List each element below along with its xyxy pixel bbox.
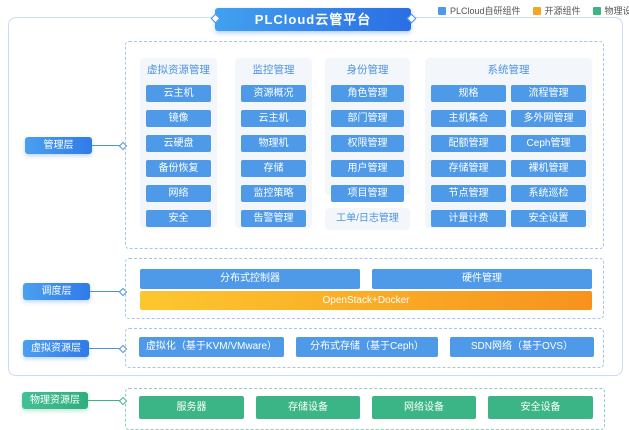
module-button: 网络 — [146, 185, 211, 202]
module-button: 主机集合 — [431, 110, 506, 127]
physical-device-box: 网络设备 — [372, 396, 476, 419]
module-button: 存储 — [241, 160, 306, 177]
legend-item-open-source: 开源组件 — [532, 4, 581, 17]
module-button: 裸机管理 — [511, 160, 586, 177]
module-button: 安全 — [146, 210, 211, 227]
open-source-bar: OpenStack+Docker — [140, 291, 592, 310]
panel-header: 监控管理 — [252, 64, 295, 76]
connector-line — [88, 400, 120, 401]
legend-label: PLCloud自研组件 — [450, 6, 521, 16]
module-button: 配额管理 — [431, 135, 506, 152]
module-button: 计量计费 — [431, 210, 506, 227]
virtual-resource-layer-box: 虚拟化（基于KVM/VMware） 分布式存储（基于Ceph） SDN网络（基于… — [125, 328, 604, 368]
ticket-log-box: 工单/日志管理 — [325, 208, 410, 230]
module-button: 镜像 — [146, 110, 211, 127]
legend-label: 开源组件 — [544, 6, 581, 16]
legend-label: 物理设备 — [604, 6, 629, 16]
module-button: 备份恢复 — [146, 160, 211, 177]
module-button: 监控策略 — [241, 185, 306, 202]
module-button: 云硬盘 — [146, 135, 211, 152]
panel-header: 身份管理 — [346, 64, 389, 76]
virtualization-bar: 虚拟化（基于KVM/VMware） — [139, 337, 284, 357]
layer-label-virtual-resource: 虚拟资源层 — [23, 340, 89, 357]
panel-header: 系统管理 — [487, 64, 530, 76]
physical-resource-layer-box: 服务器 存储设备 网络设备 安全设备 — [125, 388, 605, 430]
system-column-left: 规格 主机集合 配额管理 存储管理 节点管理 计量计费 — [431, 85, 506, 227]
connector-line — [90, 291, 120, 292]
orange-swatch-icon — [532, 6, 541, 15]
module-button: 部门管理 — [331, 110, 404, 127]
panel-virtual-resource-mgmt: 虚拟资源管理 云主机 镜像 云硬盘 备份恢复 网络 安全 — [140, 58, 217, 228]
connector-line — [92, 145, 120, 146]
module-button: 告警管理 — [241, 210, 306, 227]
module-button: 云主机 — [146, 85, 211, 102]
green-swatch-icon — [592, 6, 601, 15]
module-button: 规格 — [431, 85, 506, 102]
panel-monitoring-mgmt: 监控管理 资源概况 云主机 物理机 存储 监控策略 告警管理 — [235, 58, 312, 228]
module-button: 项目管理 — [331, 185, 404, 202]
connector-line — [89, 348, 120, 349]
panel-system-mgmt: 系统管理 规格 主机集合 配额管理 存储管理 节点管理 计量计费 流程管理 多外… — [425, 58, 592, 228]
legend-item-self-developed: PLCloud自研组件 — [438, 4, 521, 17]
platform-title: PLCloud云管平台 — [215, 8, 411, 31]
module-button: 安全设置 — [511, 210, 586, 227]
platform-title-label: PLCloud云管平台 — [254, 12, 372, 27]
module-button: 存储管理 — [431, 160, 506, 177]
module-button: 系统巡检 — [511, 185, 586, 202]
module-button: 流程管理 — [511, 85, 586, 102]
virtualization-bar: SDN网络（基于OVS） — [450, 337, 594, 357]
module-button: 云主机 — [241, 110, 306, 127]
system-column-right: 流程管理 多外网管理 Ceph管理 裸机管理 系统巡检 安全设置 — [511, 85, 586, 227]
legend-item-physical-device: 物理设备 — [592, 4, 629, 17]
panel-items: 云主机 镜像 云硬盘 备份恢复 网络 安全 — [146, 85, 211, 227]
blue-swatch-icon — [438, 6, 446, 15]
layer-label-scheduling: 调度层 — [23, 283, 90, 300]
module-button: 资源概况 — [241, 85, 306, 102]
scheduling-bar: 分布式控制器 — [140, 269, 360, 289]
scheduling-bar: 硬件管理 — [372, 269, 592, 289]
panel-items: 资源概况 云主机 物理机 存储 监控策略 告警管理 — [241, 85, 306, 227]
panel-header: 虚拟资源管理 — [147, 64, 210, 76]
layer-label-management: 管理层 — [25, 137, 92, 154]
legend: PLCloud自研组件 开源组件 物理设备 — [438, 4, 629, 17]
module-button: 物理机 — [241, 135, 306, 152]
panel-items: 角色管理 部门管理 权限管理 用户管理 项目管理 — [331, 85, 404, 202]
module-button: 节点管理 — [431, 185, 506, 202]
system-columns: 规格 主机集合 配额管理 存储管理 节点管理 计量计费 流程管理 多外网管理 C… — [431, 85, 586, 227]
panel-identity-mgmt: 身份管理 角色管理 部门管理 权限管理 用户管理 项目管理 — [325, 58, 410, 202]
module-button: Ceph管理 — [511, 135, 586, 152]
module-button: 用户管理 — [331, 160, 404, 177]
scheduling-layer-box: 分布式控制器 硬件管理 OpenStack+Docker — [125, 258, 604, 319]
virtualization-bar: 分布式存储（基于Ceph） — [296, 337, 438, 357]
physical-device-box: 存储设备 — [256, 396, 360, 419]
physical-device-box: 安全设备 — [488, 396, 593, 419]
module-button: 权限管理 — [331, 135, 404, 152]
physical-device-box: 服务器 — [139, 396, 244, 419]
module-button: 多外网管理 — [511, 110, 586, 127]
management-layer-box — [125, 41, 604, 249]
module-button: 角色管理 — [331, 85, 404, 102]
layer-label-physical-resource: 物理资源层 — [22, 392, 88, 409]
